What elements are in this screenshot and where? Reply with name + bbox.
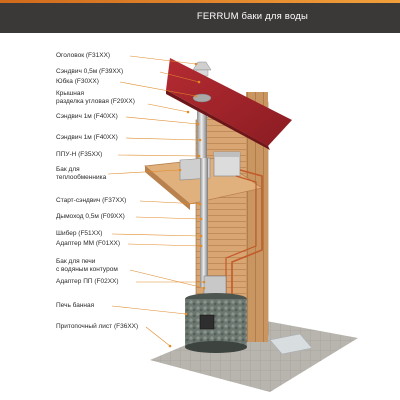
leader-lines bbox=[107, 55, 205, 347]
label-adapter-mm: Адаптер ММ (F01XX) bbox=[56, 240, 121, 247]
roof bbox=[166, 58, 292, 146]
drain-tray bbox=[269, 333, 313, 355]
loft-floor-edge bbox=[145, 166, 190, 210]
label-roof-cut: Крышная разделка угловая (F29XX) bbox=[56, 90, 135, 105]
label-smoke-pipe: Дымоход 0,5м (F09XX) bbox=[56, 213, 125, 220]
label-ppu: ППУ-Н (F35XX) bbox=[56, 151, 103, 158]
brand-subtitle: баки для воды bbox=[241, 11, 308, 22]
leader-dots bbox=[168, 62, 206, 348]
header-bar: FERRUM баки для воды bbox=[0, 0, 400, 33]
label-start-sandwich: Старт-сэндвич (F37XX) bbox=[56, 197, 127, 204]
label-stove-tank: Бак для печи с водяным контуром bbox=[56, 258, 118, 273]
label-floor-sheet: Притопочный лист (F36XX) bbox=[56, 323, 139, 330]
label-skirt: Юбка (F30XX) bbox=[56, 78, 99, 85]
brand-name: FERRUM bbox=[196, 11, 239, 22]
label-adapter-pp: Адаптер ПП (F02XX) bbox=[56, 278, 119, 285]
corner-post bbox=[246, 92, 268, 342]
floor bbox=[150, 318, 358, 392]
label-cap: Оголовок (F31XX) bbox=[56, 52, 111, 59]
label-sandwich-1m-a: Сэндвич 1м (F40XX) bbox=[56, 113, 118, 120]
roof-skirt bbox=[192, 93, 212, 103]
label-hx-tank: Бак для теплообменника bbox=[56, 166, 107, 181]
chimney-pipe-upper bbox=[197, 78, 207, 158]
chimney-pipe-lower bbox=[200, 158, 208, 288]
water-pipe bbox=[231, 169, 263, 300]
label-stove: Печь банная bbox=[56, 302, 95, 309]
header-title: FERRUM баки для воды bbox=[197, 11, 308, 22]
label-sandwich-05: Сэндвич 0,5м (F39XX) bbox=[56, 68, 124, 75]
label-sandwich-1m-b: Сэндвич 1м (F40XX) bbox=[56, 134, 118, 141]
header-accent-strip bbox=[0, 0, 400, 3]
sauna-stove bbox=[185, 299, 247, 347]
label-damper: Шибер (F51XX) bbox=[56, 230, 103, 237]
